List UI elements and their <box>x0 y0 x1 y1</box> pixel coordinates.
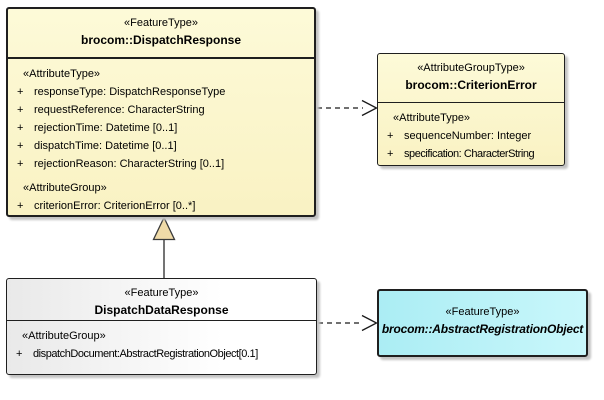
dependency-connector-abstract-registration-object[interactable] <box>318 314 378 332</box>
stereotype-label: «FeatureType» <box>124 287 199 299</box>
attribute-group-section-label: «AttributeGroup» <box>22 330 106 342</box>
attributes-compartment: «AttributeType» + sequenceNumber: Intege… <box>378 103 564 163</box>
stereotype-label: «FeatureType» <box>124 17 198 29</box>
attribute-text: dispatchTime: Datetime [0..1] <box>34 140 177 152</box>
class-dispatch-response[interactable]: «FeatureType» brocom::DispatchResponse «… <box>6 7 316 217</box>
attribute-row: + specification: CharacterString <box>378 145 564 163</box>
class-name: brocom::CriterionError <box>405 78 537 92</box>
stereotype-label: «AttributeGroupType» <box>417 62 525 74</box>
attribute-text: rejectionReason: CharacterString [0..1] <box>34 158 225 170</box>
open-arrowhead-icon <box>361 99 378 117</box>
attribute-group-section-label: «AttributeGroup» <box>23 182 107 194</box>
attribute-text: dispatchDocument:AbstractRegistrationObj… <box>33 348 258 360</box>
attribute-type-section-label: «AttributeType» <box>393 112 471 124</box>
class-dispatch-data-response[interactable]: «FeatureType» DispatchDataResponse «Attr… <box>6 278 317 375</box>
visibility-marker: + <box>17 200 24 212</box>
visibility-marker: + <box>387 148 394 160</box>
open-arrowhead-icon <box>361 314 378 332</box>
generalization-connector[interactable] <box>152 215 176 280</box>
visibility-marker: + <box>17 140 24 152</box>
attribute-row: + dispatchDocument:AbstractRegistrationO… <box>7 345 316 363</box>
attribute-text: responseType: DispatchResponseType <box>34 86 226 98</box>
visibility-marker: + <box>16 348 23 360</box>
generalization-triangle-icon <box>152 215 176 241</box>
attribute-text: rejectionTime: Datetime [0..1] <box>34 122 178 134</box>
class-name: brocom::DispatchResponse <box>80 33 242 47</box>
class-abstract-registration-object[interactable]: «FeatureType» brocom::AbstractRegistrati… <box>377 289 588 357</box>
visibility-marker: + <box>17 158 24 170</box>
visibility-marker: + <box>387 130 394 142</box>
attribute-row: + rejectionTime: Datetime [0..1] <box>8 119 314 137</box>
class-criterion-error[interactable]: «AttributeGroupType» brocom::CriterionEr… <box>377 53 565 166</box>
attribute-row: + dispatchTime: Datetime [0..1] <box>8 137 314 155</box>
attributes-compartment: «AttributeType» + responseType: Dispatch… <box>8 59 314 215</box>
dependency-connector-criterion-error[interactable] <box>317 99 378 117</box>
class-header: «FeatureType» DispatchDataResponse <box>7 279 316 321</box>
attribute-text: specification: CharacterString <box>404 148 535 160</box>
visibility-marker: + <box>17 122 24 134</box>
class-header: «FeatureType» brocom::AbstractRegistrati… <box>379 291 586 339</box>
attribute-row: + criterionError: CriterionError [0..*] <box>8 197 314 215</box>
class-name: DispatchDataResponse <box>94 303 229 317</box>
attribute-text: sequenceNumber: Integer <box>404 130 532 142</box>
attribute-row: + requestReference: CharacterString <box>8 101 314 119</box>
class-name: brocom::AbstractRegistrationObject <box>381 322 584 336</box>
visibility-marker: + <box>17 104 24 116</box>
visibility-marker: + <box>17 86 24 98</box>
attributes-compartment: «AttributeGroup» + dispatchDocument:Abst… <box>7 321 316 363</box>
attribute-row: + rejectionReason: CharacterString [0..1… <box>8 155 314 173</box>
class-header: «FeatureType» brocom::DispatchResponse <box>8 9 314 59</box>
stereotype-label: «FeatureType» <box>445 306 520 318</box>
attribute-text: criterionError: CriterionError [0..*] <box>34 200 196 212</box>
attribute-row: + sequenceNumber: Integer <box>378 127 564 145</box>
class-header: «AttributeGroupType» brocom::CriterionEr… <box>378 54 564 103</box>
attribute-row: + responseType: DispatchResponseType <box>8 83 314 101</box>
attribute-text: requestReference: CharacterString <box>34 104 205 116</box>
attribute-type-section-label: «AttributeType» <box>23 68 101 80</box>
